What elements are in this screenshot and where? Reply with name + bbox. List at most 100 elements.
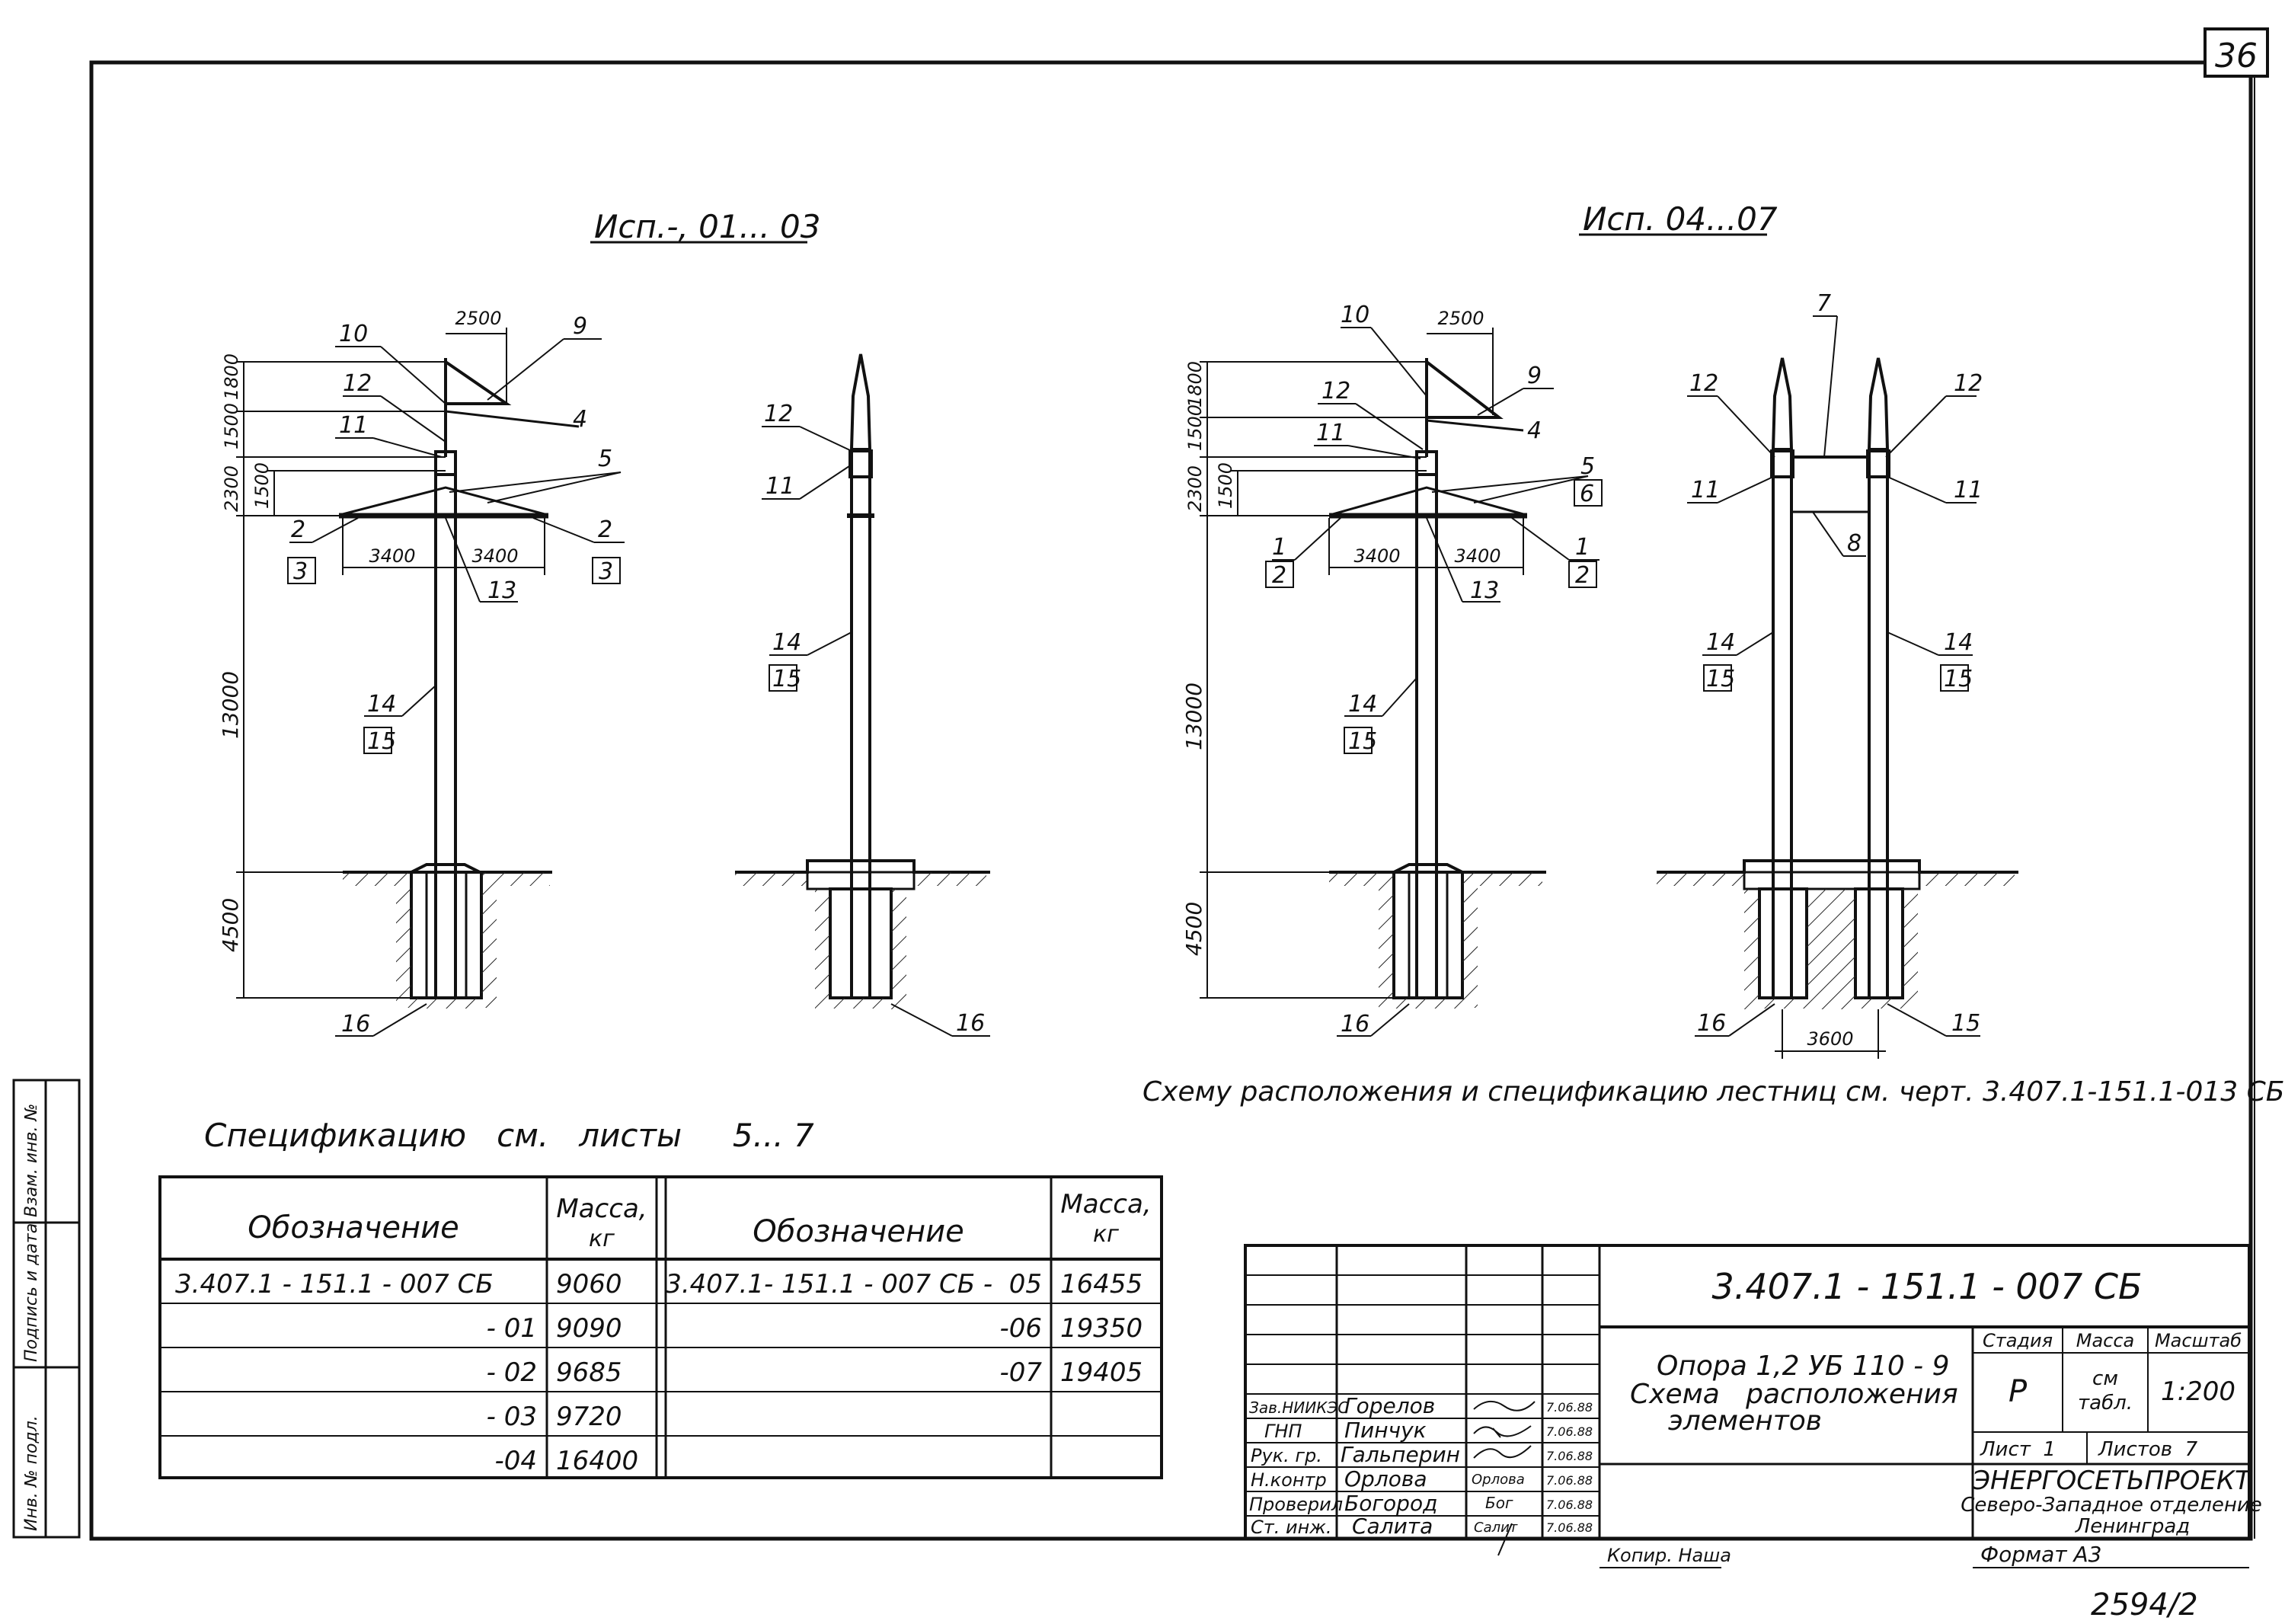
tb-org-2: Северо-Западное отделение [1961,1494,2261,1517]
p2-label-14: 14 [772,629,801,656]
tb-mass-value-2: табл. [2078,1392,2133,1415]
p1-label-16: 16 [341,1011,370,1037]
p2-label-12: 12 [764,401,793,427]
tb-role-3: Н.контр [1251,1469,1327,1491]
p3-label-13: 13 [1470,577,1499,604]
mt-right-mass-0: 16455 [1060,1269,1142,1300]
side-stamp-inv: Инв. № подл. [22,1415,41,1531]
tb-name-3: элементов [1668,1405,1822,1437]
dim-1500-b: 1500 [1184,404,1206,451]
p3-label-11: 11 [1316,420,1345,446]
pp-label-15-left: 15 [1706,666,1735,692]
tb-name-4-signer: Богород [1344,1491,1437,1516]
side-stamp-replace: Взам. инв. № [22,1104,41,1217]
pp-dim-3600: 3600 [1807,1028,1853,1050]
p3-label-4: 4 [1527,417,1542,444]
tb-name-1-signer: Пинчук [1344,1418,1427,1443]
pole-1-dims [236,328,545,999]
tb-mass-label: Масса [2076,1330,2135,1351]
tb-date-3: 7.06.88 [1546,1473,1593,1488]
tb-role-4: Проверил [1249,1494,1343,1515]
p1-label-9: 9 [573,313,587,340]
p1-label-11: 11 [339,412,368,439]
tb-role-5: Ст. инж. [1251,1517,1332,1538]
tb-scale-value: 1:200 [2161,1376,2235,1407]
mt-right-des-0: 3.407.1- 151.1 - 007 СБ - 05 [665,1269,1042,1300]
mass-table-grid [158,1175,1163,1479]
title-block-grid [1244,1244,2251,1540]
dim-4500-a: 4500 [218,898,243,952]
dim-3400-b1: 3400 [1353,545,1400,567]
tb-role-2: Рук. гр. [1251,1445,1322,1466]
tb-role-1: ГНП [1264,1421,1302,1442]
p3-label-2-left: 2 [1272,562,1286,589]
mt-left-des-4: -04 [494,1446,537,1476]
mt-h-mass2-right: кг [1093,1221,1119,1248]
scheme-a-title: Исп.-, 01... 03 [594,208,820,245]
mt-left-mass-2: 9685 [556,1357,622,1388]
spec-note: Спецификацию см. листы 5... 7 [204,1117,814,1154]
tb-name-2-signer: Гальперин [1341,1442,1460,1467]
tb-doc-code: 3.407.1 - 151.1 - 007 СБ [1711,1266,2142,1307]
dim-1500-a: 1500 [221,403,242,449]
tb-stage-value: Р [2009,1374,2028,1409]
mt-right-des-2: -07 [999,1357,1042,1388]
pole-3-front [1329,358,1546,1009]
mt-left-mass-1: 9090 [556,1313,622,1344]
pp-label-15-bottom: 15 [1951,1010,1980,1037]
signature-scribbles [1473,1401,1536,1556]
dim-2300-b: 2300 [1184,465,1206,512]
pp-label-12-left: 12 [1689,370,1718,397]
p1-label-14: 14 [367,691,396,718]
dim-13000-b: 13000 [1181,683,1206,750]
p3-label-6: 6 [1580,481,1594,507]
tb-date-5: 7.06.88 [1546,1520,1593,1535]
tb-org-1: ЭНЕРГОСЕТЬПРОЕКТ [1971,1466,2252,1496]
p1-label-5: 5 [598,446,612,472]
copied-by: Копир. Наша [1607,1545,1731,1566]
p1-label-2-right: 2 [598,516,612,543]
tb-name-0: Горелов [1344,1393,1435,1418]
mt-right-mass-1: 19350 [1060,1313,1142,1344]
p1-label-10: 10 [339,321,368,347]
p3-label-12: 12 [1321,378,1350,404]
tb-name-3-signer: Орлова [1344,1466,1427,1491]
pp-label-16: 16 [1697,1010,1726,1037]
tb-date-4: 7.06.88 [1546,1498,1593,1512]
pp-label-7: 7 [1817,290,1831,317]
pp-label-11-right: 11 [1954,477,1983,504]
p2-label-15: 15 [772,666,801,692]
mt-left-des-3: - 03 [487,1402,537,1432]
side-stamp [12,1079,81,1539]
p3-label-1-left: 1 [1272,534,1286,561]
tb-sheet: Лист 1 [1980,1438,2056,1461]
sheet-format: Формат А3 [1980,1542,2101,1567]
ladder-note: Схему расположения и спецификацию лестни… [1142,1076,2284,1108]
tb-sign-3: Орлова [1472,1472,1525,1488]
p3-label-15: 15 [1348,728,1377,755]
p3-label-14: 14 [1348,691,1377,718]
dim-1800-a: 1800 [221,353,242,400]
p3-label-10: 10 [1341,302,1369,328]
pp-label-12-right: 12 [1954,370,1983,397]
pole-2-side [735,353,990,1009]
tb-name-5-signer: Салита [1352,1514,1433,1539]
dim-2500-b: 2500 [1437,308,1484,329]
pole-1-callouts [289,338,625,1037]
tb-date-2: 7.06.88 [1546,1449,1593,1463]
dim-2300-a: 2300 [221,465,242,512]
pp-label-14-right: 14 [1944,629,1973,656]
tb-role-0: Зав.НИИКЭС [1249,1399,1348,1417]
mt-left-mass-4: 16400 [556,1446,638,1476]
pp-label-8: 8 [1847,530,1862,557]
sheet-frame [89,27,2269,1541]
tb-org-3: Ленинград [2075,1515,2191,1538]
pp-label-11-left: 11 [1691,477,1720,504]
mt-left-des-1: - 01 [487,1313,537,1344]
scheme-b-title: Исп. 04...07 [1583,200,1778,238]
p1-label-15: 15 [367,728,396,755]
pole-2-callouts [762,426,990,1037]
dim-1800-b: 1800 [1184,361,1206,408]
p3-label-9: 9 [1527,363,1542,389]
